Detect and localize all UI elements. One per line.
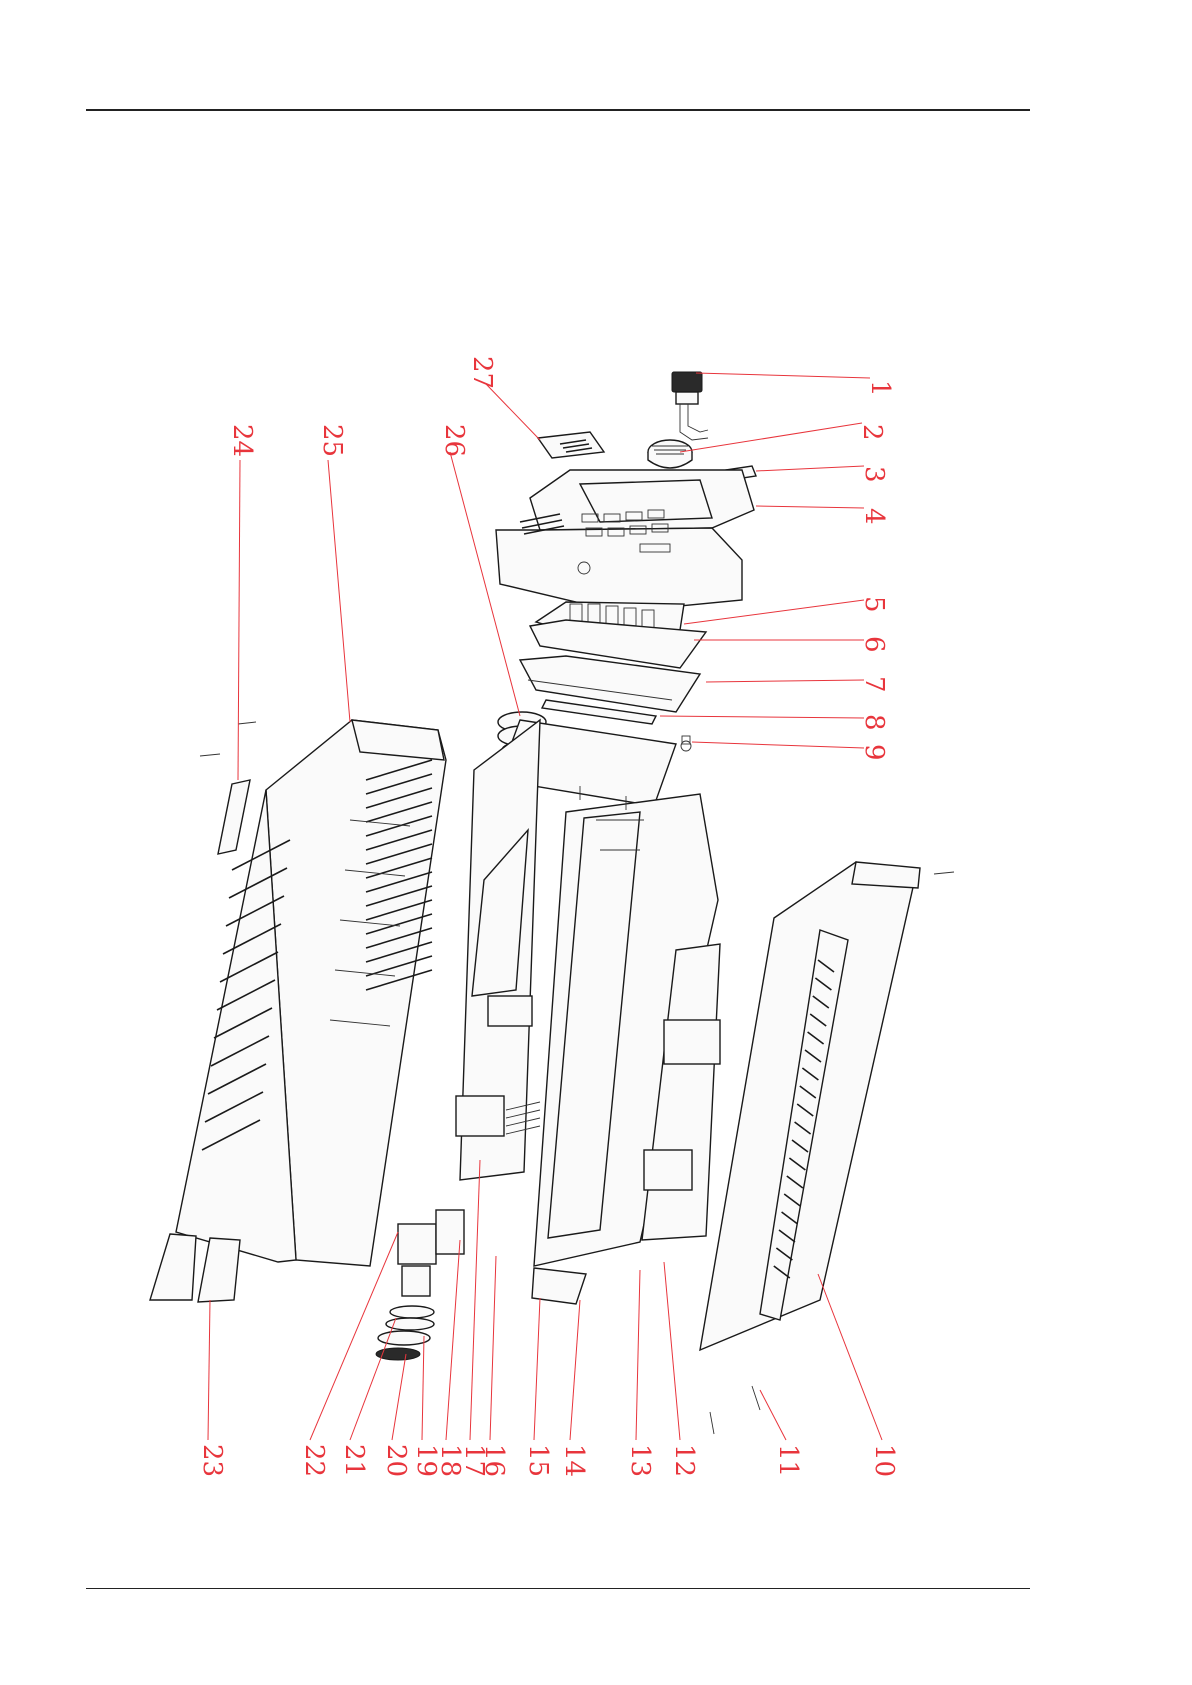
callout-25: 25 [317,424,347,457]
callout-4: 4 [859,508,889,525]
callout-7: 7 [859,676,889,693]
callout-1: 1 [865,380,895,397]
part-label-plate [538,432,604,458]
callout-12: 12 [669,1444,699,1477]
part-knob [648,440,692,468]
callout-13: 13 [625,1444,655,1477]
part-keypad-housing [496,470,754,612]
callout-9: 9 [859,744,889,761]
callout-22: 22 [299,1444,329,1477]
callout-19: 19 [411,1444,441,1477]
callout-20: 20 [381,1444,411,1477]
part-small-bar [200,722,256,854]
callout-2: 2 [857,424,887,441]
part-front-cover [700,862,920,1350]
callout-8: 8 [859,714,889,731]
callout-24: 24 [227,424,257,457]
part-main-board [456,720,540,1180]
part-switch [672,372,708,440]
callout-21: 21 [339,1444,369,1477]
callout-15: 15 [523,1444,553,1477]
callout-26: 26 [439,424,469,457]
callout-27: 27 [467,356,497,389]
part-side-cover [176,720,446,1266]
callout-6: 6 [859,636,889,653]
callout-23: 23 [197,1444,227,1477]
callout-3: 3 [859,466,889,483]
callout-11: 11 [773,1444,803,1477]
part-feet [150,1234,240,1302]
callout-14: 14 [559,1444,589,1477]
part-connectors [376,1210,464,1360]
callout-10: 10 [869,1444,899,1477]
callout-5: 5 [859,596,889,613]
